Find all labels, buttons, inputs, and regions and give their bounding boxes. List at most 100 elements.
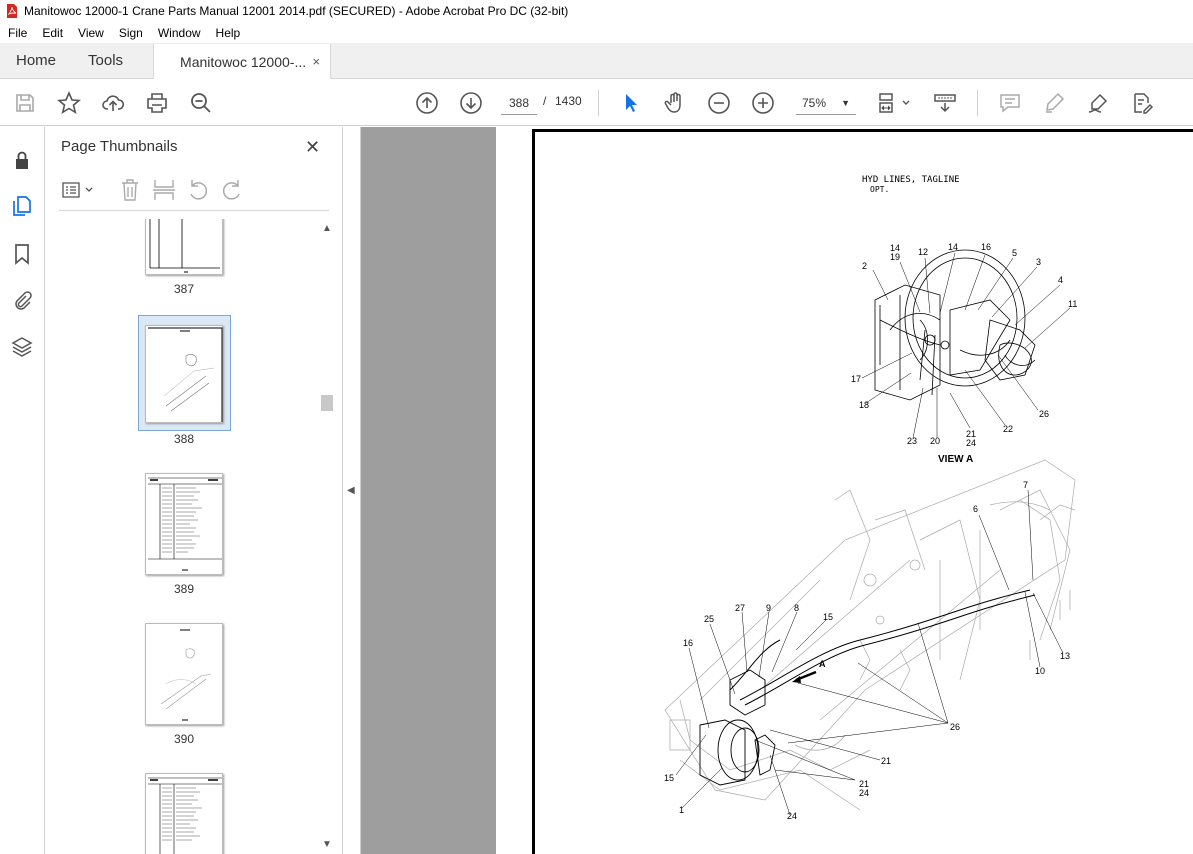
window-title: Manitowoc 12000-1 Crane Parts Manual 120…: [24, 4, 569, 18]
tab-home[interactable]: Home: [16, 52, 57, 69]
layers-icon[interactable]: [11, 336, 33, 358]
thumbnail-page[interactable]: [145, 623, 223, 725]
svg-text:8: 8: [794, 603, 799, 613]
view-arrow-label: A: [819, 659, 826, 669]
view-arrowhead: [792, 676, 801, 683]
thumbnail-page[interactable]: [145, 773, 223, 854]
close-panel-icon[interactable]: ✕: [305, 137, 321, 157]
document-background: [361, 127, 496, 854]
menu-view[interactable]: View: [78, 25, 104, 40]
scroll-mode-icon[interactable]: [933, 91, 957, 115]
menu-edit[interactable]: Edit: [42, 25, 64, 40]
extract-page-icon[interactable]: [151, 177, 177, 203]
menu-bar: File Edit View Sign Window Help: [0, 22, 1193, 43]
svg-text:13: 13: [1060, 651, 1070, 661]
svg-text:20: 20: [930, 436, 940, 446]
svg-text:24: 24: [966, 438, 976, 448]
thumbnail-label: 389: [173, 582, 195, 596]
menu-file[interactable]: File: [8, 25, 28, 40]
zoom-out-icon[interactable]: [707, 91, 731, 115]
menu-sign[interactable]: Sign: [118, 25, 143, 40]
svg-text:21: 21: [859, 779, 869, 789]
scroll-down-icon[interactable]: ▼: [322, 839, 332, 850]
view-a-drawing: [874, 249, 1036, 401]
main-callouts: 7 6 27 9 8 25 15 16 13 10 26 21 15 2124 …: [664, 480, 1070, 821]
svg-text:15: 15: [664, 773, 674, 783]
thumbnail-options-icon[interactable]: [61, 177, 95, 203]
panel-title: Page Thumbnails: [61, 138, 178, 155]
svg-text:22: 22: [1003, 424, 1013, 434]
main-leader-lines: [675, 489, 1064, 816]
view-a-label: VIEW A: [938, 454, 973, 465]
svg-text:4: 4: [1058, 275, 1063, 285]
collapse-arrow-icon[interactable]: ◀: [347, 485, 355, 496]
tab-tools[interactable]: Tools: [88, 52, 124, 69]
thumbnail-scrollbar[interactable]: ▲ ▼: [319, 219, 335, 854]
attachment-icon[interactable]: [11, 289, 33, 311]
svg-text:2: 2: [862, 261, 867, 271]
tab-document[interactable]: Manitowoc 12000-... ×: [153, 44, 332, 79]
fit-page-icon[interactable]: [877, 91, 913, 115]
thumbnail-page[interactable]: [145, 473, 223, 575]
panel-collapse-strip[interactable]: ◀: [343, 127, 361, 854]
next-page-icon[interactable]: [459, 91, 483, 115]
hand-tool-icon[interactable]: [663, 91, 687, 115]
svg-text:9: 9: [766, 603, 771, 613]
star-icon[interactable]: [56, 90, 82, 115]
svg-text:3: 3: [1036, 257, 1041, 267]
delete-page-icon[interactable]: [117, 177, 143, 203]
svg-text:5: 5: [1012, 248, 1017, 258]
page-heading: HYD LINES, TAGLINE: [862, 175, 960, 185]
svg-text:17: 17: [851, 374, 861, 384]
close-tab-icon[interactable]: ×: [312, 54, 321, 69]
sign-pen-icon[interactable]: [1086, 91, 1110, 115]
menu-help[interactable]: Help: [215, 25, 241, 40]
main-frame-drawing: [664, 459, 1076, 811]
svg-text:6: 6: [973, 504, 978, 514]
highlight-pen-icon[interactable]: [1042, 91, 1066, 115]
reel-assembly: [699, 669, 776, 786]
lock-icon[interactable]: [11, 149, 33, 171]
hydraulic-hose-lines: [729, 589, 1036, 706]
tab-bar: Home Tools Manitowoc 12000-... ×: [0, 43, 1193, 79]
svg-text:11: 11: [1068, 299, 1077, 309]
zoom-level-dropdown[interactable]: 75% ▼: [796, 91, 856, 115]
menu-window[interactable]: Window: [157, 25, 201, 40]
svg-text:14: 14: [890, 243, 900, 253]
svg-text:23: 23: [907, 436, 917, 446]
svg-text:26: 26: [950, 722, 960, 732]
rotate-ccw-icon[interactable]: [185, 177, 211, 203]
svg-text:12: 12: [918, 247, 928, 257]
thumbnail-page[interactable]: [145, 219, 223, 275]
print-icon[interactable]: [145, 91, 169, 115]
edit-export-icon[interactable]: [1130, 91, 1154, 115]
save-icon[interactable]: [13, 91, 37, 115]
thumbnail-list: 387 388 389 390: [45, 219, 335, 854]
svg-text:21: 21: [881, 756, 891, 766]
toolbar-divider: [977, 90, 978, 116]
page-thumbnails-icon[interactable]: [11, 195, 33, 217]
page-separator: /: [543, 94, 547, 108]
bookmark-icon[interactable]: [11, 243, 33, 265]
thumbnails-panel: Page Thumbnails ✕ 387 388 389 390: [45, 127, 343, 854]
view-a-leader-lines: [861, 252, 1071, 439]
svg-text:25: 25: [704, 614, 714, 624]
comment-icon[interactable]: [998, 91, 1022, 115]
page-number-input[interactable]: 388: [501, 91, 537, 115]
rotate-cw-icon[interactable]: [219, 177, 245, 203]
svg-text:24: 24: [859, 788, 869, 798]
scrollbar-thumb[interactable]: [321, 395, 333, 411]
acrobat-icon: [7, 4, 17, 18]
thumbnail-page[interactable]: [145, 325, 223, 423]
zoom-in-icon[interactable]: [751, 91, 775, 115]
select-cursor-icon[interactable]: [619, 91, 643, 115]
document-tab-label: Manitowoc 12000-...: [180, 53, 307, 70]
scroll-up-icon[interactable]: ▲: [322, 223, 332, 234]
zoom-search-icon[interactable]: [189, 91, 213, 115]
svg-text:26: 26: [1039, 409, 1049, 419]
upload-cloud-icon[interactable]: [101, 91, 125, 115]
previous-page-icon[interactable]: [415, 91, 439, 115]
thumbnail-label: 387: [173, 282, 195, 296]
toolbar-divider: [598, 90, 599, 116]
